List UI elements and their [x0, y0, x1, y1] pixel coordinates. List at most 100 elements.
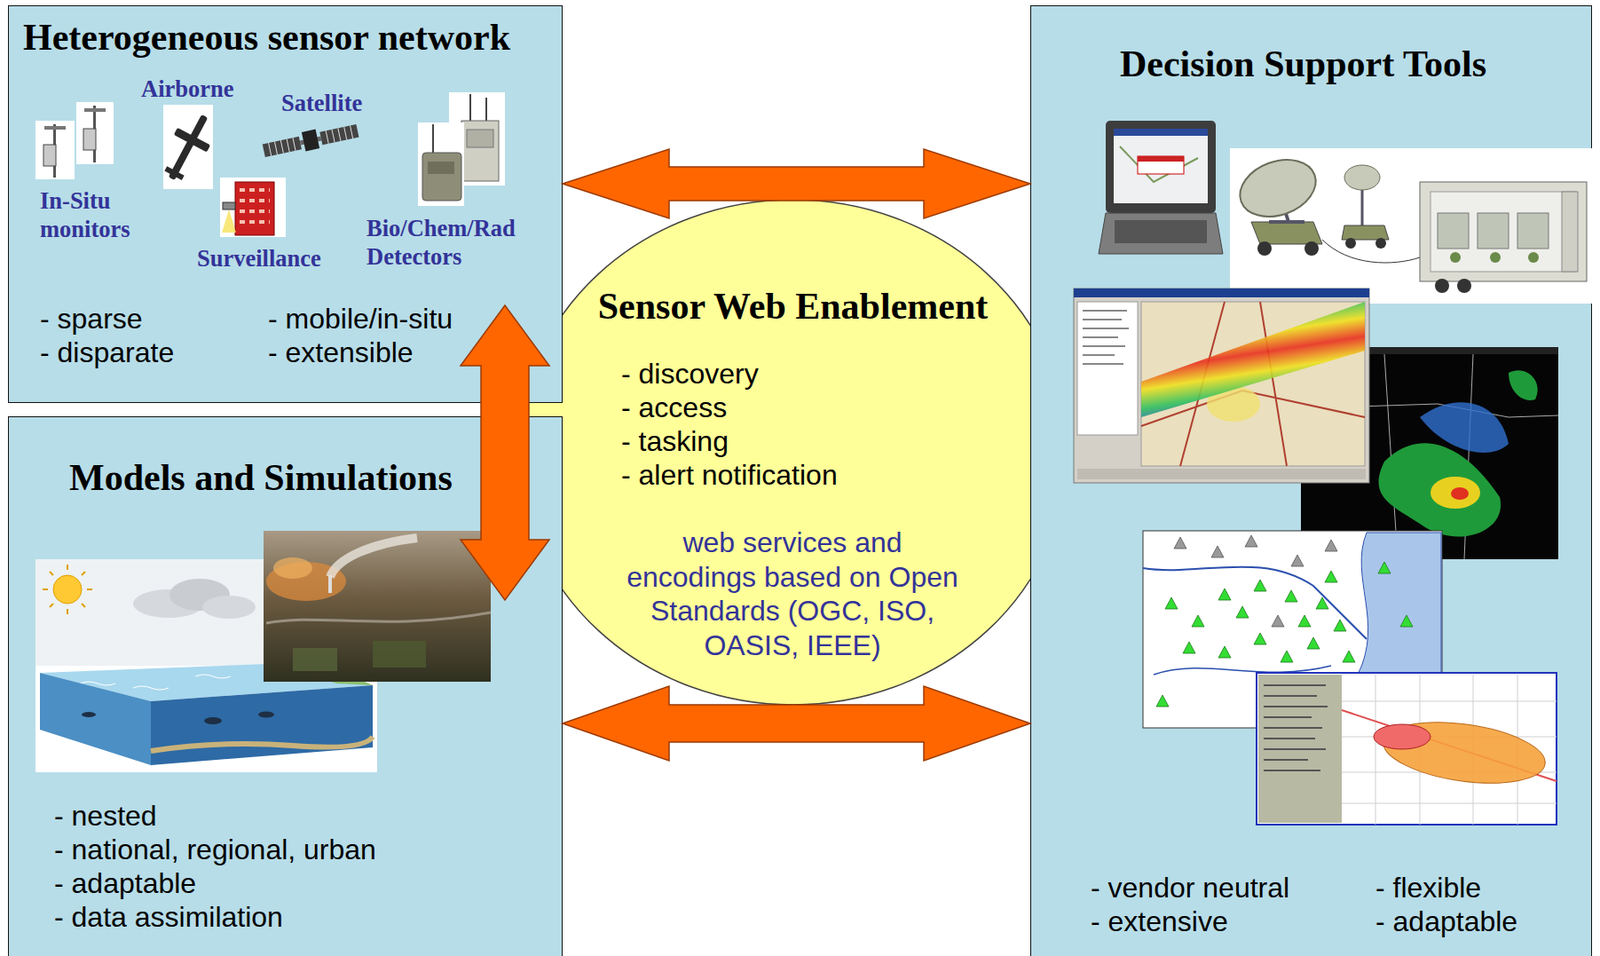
map-screenshot: [1077, 468, 1366, 480]
feature-bullet: - sparse: [39, 301, 143, 336]
command-vehicle-illustration: [1229, 148, 1593, 304]
plume-map: [1256, 672, 1557, 825]
surveillance-icon: [222, 202, 236, 210]
command-vehicle-illustration: [1528, 252, 1539, 263]
earth-system-illustration: [150, 685, 373, 765]
plume-map: [1379, 713, 1549, 793]
station-map: [1324, 539, 1338, 552]
sensor-label: Airborne: [141, 74, 235, 103]
models-panel: Models and Simulations - nested- national…: [7, 416, 563, 956]
command-vehicle-illustration: [1477, 212, 1509, 249]
text-slot: Decision Support Tools: [1119, 42, 1487, 86]
laptop-illustration: [1113, 128, 1208, 204]
text-slot: In-Situ monitors: [39, 186, 151, 244]
satellite-icon: [261, 120, 360, 160]
detector-icon: [417, 122, 465, 206]
airborne-icon: [163, 104, 213, 190]
airborne-icon: [164, 165, 184, 181]
text-slot: Satellite: [281, 88, 363, 118]
radar-image: [1300, 346, 1559, 560]
sensor-label: Satellite: [281, 88, 363, 118]
feature-bullet: - adaptable: [1375, 904, 1518, 938]
text-slot: - tasking: [621, 424, 729, 458]
command-vehicle-illustration: [1361, 189, 1364, 226]
station-map: [1218, 646, 1231, 658]
command-vehicle-illustration: [1375, 237, 1387, 249]
text-slot: Bio/Chem/Rad Detectors: [366, 213, 527, 271]
text-slot: - flexible: [1375, 870, 1482, 905]
satellite-icon: [268, 137, 297, 156]
command-vehicle-illustration: [1450, 252, 1461, 263]
feature-bullet: - access: [621, 390, 727, 425]
text-slot: Heterogeneous sensor network: [23, 15, 511, 59]
command-vehicle-illustration: [1434, 278, 1450, 293]
detector-icon: [427, 161, 455, 174]
map-screenshot: [1077, 301, 1138, 435]
in-situ-monitor-icon: [84, 108, 106, 112]
aerial-photo: [330, 537, 418, 577]
radar-image: [1304, 354, 1559, 560]
command-vehicle-illustration: [1322, 239, 1420, 263]
feature-bullet: - mobile/in-situ: [267, 301, 453, 336]
feature-bullet: - tasking: [621, 424, 729, 458]
surveillance-icon: [220, 177, 286, 237]
command-vehicle-illustration: [1344, 165, 1380, 190]
plume-map: [1373, 724, 1431, 749]
detector-icon: [432, 124, 434, 155]
earth-system-illustration: [81, 711, 96, 718]
aerial-photo: [263, 530, 491, 682]
aerial-photo: [273, 557, 313, 579]
station-map: [1218, 588, 1231, 600]
in-situ-monitor-icon: [53, 124, 56, 178]
station-map: [1153, 665, 1332, 675]
earth-system-illustration: [35, 559, 378, 773]
command-vehicle-illustration: [1419, 181, 1587, 282]
aerial-photo: [292, 647, 338, 671]
detector-icon: [449, 92, 505, 186]
text-slot: - extensive: [1090, 904, 1229, 938]
earth-system-illustration: [35, 559, 378, 666]
satellite-icon: [299, 136, 323, 146]
station-map: [1342, 650, 1356, 663]
sensor-panel: Heterogeneous sensor networkAirborne Sate…: [7, 5, 563, 403]
earth-system-illustration: [79, 674, 231, 690]
text-slot: - national, regional, urban: [54, 832, 377, 867]
text-slot: Models and Simulations: [69, 456, 453, 499]
panel-heading: Decision Support Tools: [1119, 42, 1487, 86]
station-map: [1353, 532, 1442, 726]
feature-bullet: - nested: [54, 798, 158, 833]
earth-system-illustration: [39, 663, 373, 702]
detector-icon: [466, 129, 494, 148]
feature-bullet: - adaptable: [54, 866, 197, 900]
text-slot: - mobile/in-situ: [267, 301, 453, 336]
aerial-photo: [328, 575, 332, 593]
command-vehicle-illustration: [1231, 149, 1324, 227]
aerial-photo: [263, 530, 491, 682]
laptop-illustration: [1105, 120, 1216, 213]
block-arrow: [460, 305, 550, 600]
surveillance-icon: [239, 189, 270, 222]
command-vehicle-illustration: [1251, 221, 1323, 245]
feature-bullet: - extensive: [1090, 904, 1229, 938]
station-map: [1156, 694, 1169, 707]
station-map: [1142, 530, 1443, 728]
laptop-illustration: [1119, 146, 1199, 182]
text-slot: - disparate: [39, 335, 174, 370]
text-slot: Airborne: [141, 74, 235, 103]
text-slot: - adaptable: [54, 866, 197, 900]
in-situ-monitor-icon: [35, 102, 114, 180]
station-map: [1253, 632, 1267, 645]
feature-bullet: - data assimilation: [54, 899, 284, 934]
station-map: [1165, 597, 1178, 609]
standards-note: web services and encodings based on Open…: [620, 525, 965, 663]
feature-bullet: - disparate: [39, 335, 174, 370]
map-screenshot: [1141, 301, 1365, 466]
in-situ-monitor-icon: [76, 102, 114, 165]
station-map: [1211, 545, 1224, 558]
plume-map: [1263, 685, 1328, 771]
command-vehicle-illustration: [1257, 241, 1272, 256]
earth-system-illustration: [204, 717, 222, 725]
laptop-illustration: [1098, 120, 1223, 254]
block-arrow: [562, 149, 1031, 219]
